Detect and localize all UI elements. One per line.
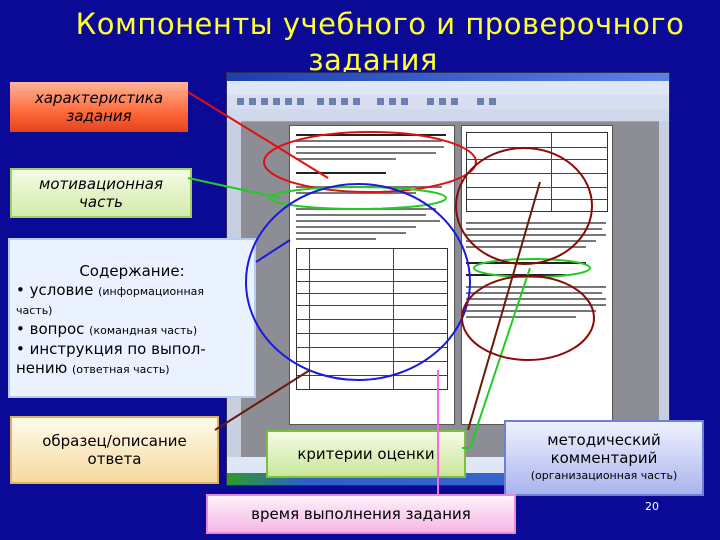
motivation-label: мотивационная часть bbox=[10, 168, 192, 218]
content-item1-note2: часть) bbox=[16, 304, 53, 317]
content-item2-main: • вопрос bbox=[16, 320, 85, 338]
content-item-condition: • условие (информационная bbox=[16, 281, 248, 301]
content-item3-note: (ответная часть) bbox=[72, 363, 170, 376]
page-number: 20 bbox=[645, 500, 659, 513]
content-label: Содержание: • условие (информационная ча… bbox=[8, 238, 256, 398]
characteristic-label: характеристика задания bbox=[10, 82, 188, 132]
content-item3-main2: нению bbox=[16, 359, 68, 377]
content-head: Содержание: bbox=[79, 262, 185, 280]
motivation-line1: мотивационная bbox=[39, 175, 163, 193]
right-page bbox=[461, 125, 613, 425]
content-item3-main: • инструкция по выпол- bbox=[16, 340, 206, 358]
window-titlebar bbox=[227, 73, 669, 81]
sample-line1: образец/описание bbox=[42, 432, 187, 450]
criteria-text: критерии оценки bbox=[297, 445, 435, 463]
time-label: время выполнения задания bbox=[206, 494, 516, 534]
method-line2: комментарий bbox=[550, 449, 658, 467]
slide-title-line1: Компоненты учебного и проверочного bbox=[75, 7, 685, 41]
content-item2-note: (командная часть) bbox=[89, 324, 198, 337]
toolbar bbox=[227, 95, 669, 110]
content-item1-main: • условие bbox=[16, 281, 94, 299]
content-item-instruction: нению (ответная часть) bbox=[16, 359, 248, 379]
time-text: время выполнения задания bbox=[251, 505, 471, 523]
criteria-label: критерии оценки bbox=[266, 430, 466, 478]
content-item1-note: (информационная bbox=[98, 285, 205, 298]
left-page-table bbox=[296, 248, 448, 390]
sample-line2: ответа bbox=[87, 450, 142, 468]
motivation-line2: часть bbox=[79, 193, 123, 211]
left-page bbox=[289, 125, 455, 425]
content-item-question: • вопрос (командная часть) bbox=[16, 320, 248, 340]
right-page-table bbox=[466, 132, 608, 212]
ruler bbox=[227, 109, 669, 122]
characteristic-line2: задания bbox=[66, 107, 132, 125]
method-comment-label: методический комментарий (организационна… bbox=[504, 420, 704, 496]
vertical-scrollbar bbox=[659, 121, 669, 485]
slide-title: Компоненты учебного и проверочного задан… bbox=[0, 6, 720, 78]
slide-title-line2: задания bbox=[308, 43, 438, 77]
characteristic-line1: характеристика bbox=[34, 89, 164, 107]
sample-answer-label: образец/описание ответа bbox=[10, 416, 219, 484]
method-line1: методический bbox=[547, 431, 661, 449]
method-note: (организационная часть) bbox=[530, 469, 678, 482]
menu-bar bbox=[227, 81, 669, 96]
